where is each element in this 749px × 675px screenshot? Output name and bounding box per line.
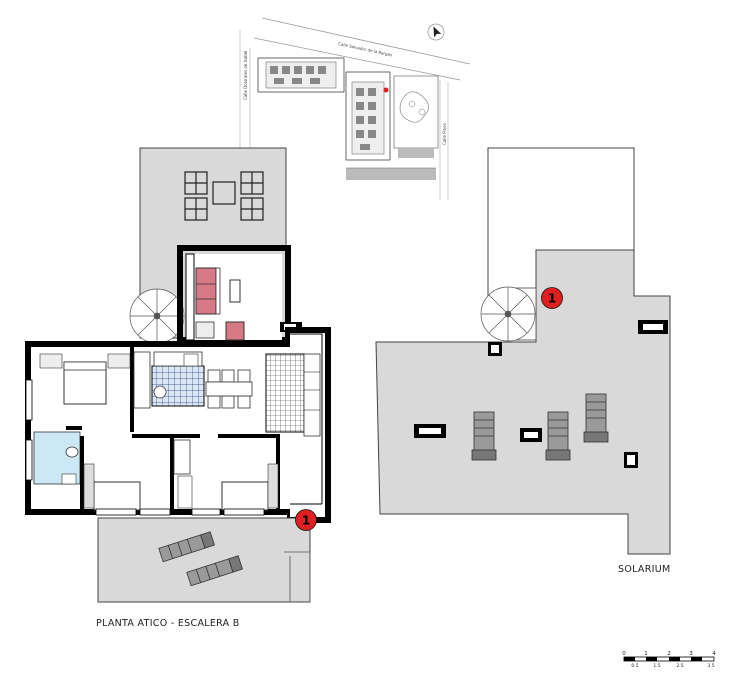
scale-minor-3: 3.5 — [707, 663, 714, 669]
solarium-unit-marker-number: 1 — [548, 292, 556, 306]
terrace-bottom — [97, 517, 311, 603]
street-label-right: Calle Pinos — [442, 123, 447, 145]
sofa-icon — [195, 267, 221, 315]
coffee-table — [229, 279, 241, 303]
dining-tile-floor — [265, 353, 305, 433]
scale-tick-4: 4 — [712, 651, 716, 657]
outdoor-table-icon — [184, 171, 264, 221]
scale-tick-3: 3 — [689, 651, 693, 657]
solarium-spiral-staircase-icon — [480, 286, 536, 342]
street-label-left: Calle Dolorales de Isabel — [243, 51, 248, 100]
armchair-icon — [225, 321, 245, 341]
dining-table-icon — [205, 369, 253, 409]
solarium-plan: 1 SOLARIUM — [375, 147, 671, 575]
solarium-area — [375, 249, 671, 555]
scale-minor-1: 1.5 — [653, 663, 660, 669]
plan-title: PLANTA ATICO - ESCALERA B — [96, 618, 240, 629]
unit-marker-number: 1 — [302, 514, 310, 528]
bed-bedroom-2 — [93, 481, 141, 511]
spiral-staircase-icon — [129, 288, 185, 344]
planta-atico-plan: 1 PLANTA ATICO - ESCALERA B — [25, 147, 331, 629]
sun-lounger-icon — [158, 531, 243, 587]
street-label-top: Calle Salvador de la Bargas — [338, 41, 393, 57]
solarium-lounger-icon — [471, 393, 609, 461]
scale-minor-0: 0.5 — [631, 663, 638, 669]
solarium-title: SOLARIUM — [618, 564, 670, 575]
scale-tick-0: 0 — [622, 651, 626, 657]
scale-tick-1: 1 — [644, 651, 648, 657]
north-arrow-icon — [427, 23, 445, 41]
scale-bar: 0 1 2 3 4 0.5 1.5 2.5 3.5 — [622, 651, 716, 669]
scale-minor-2: 2.5 — [676, 663, 683, 669]
solarium-unit-marker-badge: 1 — [541, 287, 563, 309]
roof-vent-icon — [414, 320, 668, 468]
unit-marker-badge: 1 — [295, 509, 317, 531]
bed-bedroom-3 — [221, 481, 269, 511]
scale-tick-2: 2 — [667, 651, 671, 657]
